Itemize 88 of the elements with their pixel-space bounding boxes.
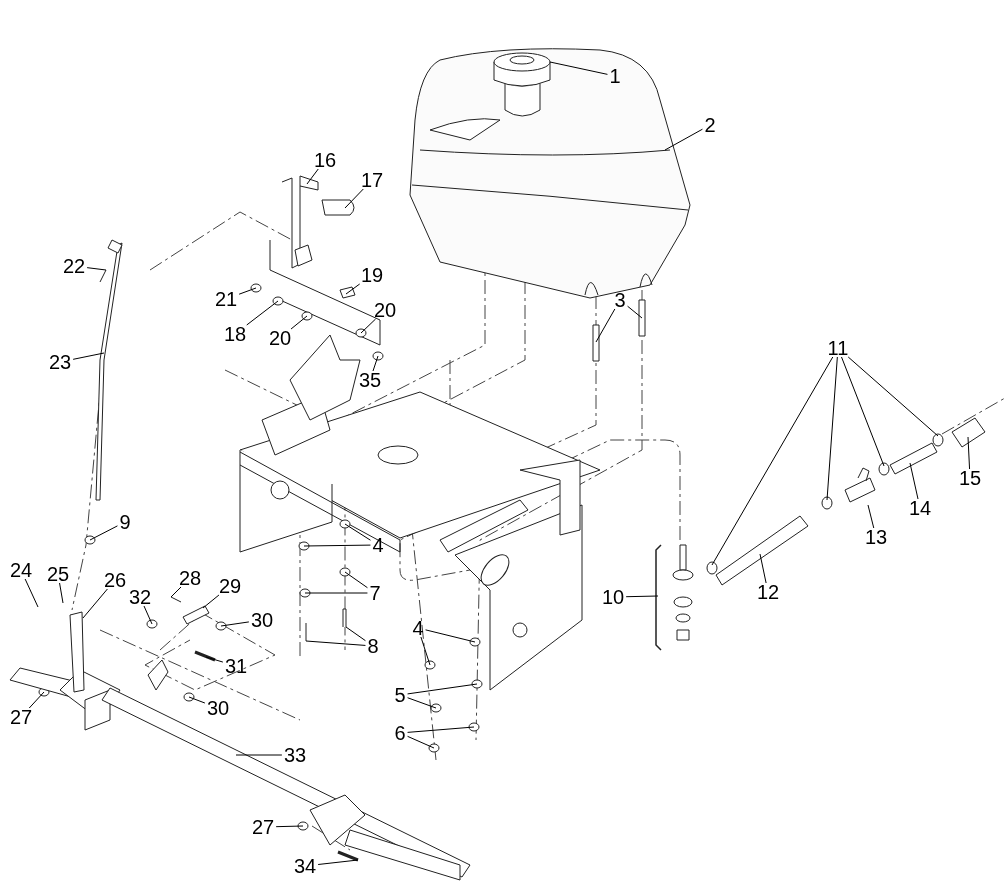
leader-line — [205, 656, 224, 663]
leader-line — [24, 578, 39, 608]
leader-line — [290, 315, 308, 330]
callout-number: 14 — [907, 498, 933, 518]
leader-line — [344, 571, 368, 589]
leader-line — [407, 697, 437, 709]
callout-number: 9 — [118, 512, 132, 532]
callout-number: 18 — [222, 324, 248, 344]
callout-number: 31 — [223, 656, 249, 676]
callout-number: 32 — [127, 587, 153, 607]
leader-line — [420, 636, 431, 666]
callout-number: 8 — [366, 636, 380, 656]
callout-number: 12 — [755, 582, 781, 602]
leader-line — [344, 523, 371, 541]
leader-line — [317, 859, 359, 865]
callout-number: 2 — [703, 115, 717, 135]
leader-line — [86, 267, 107, 271]
callout-number: 20 — [267, 328, 293, 348]
leader-line — [143, 605, 153, 625]
leader-line — [360, 318, 377, 334]
leader-line — [627, 305, 643, 319]
leader-line — [304, 592, 368, 594]
leader-line — [759, 553, 767, 584]
leader-line — [909, 462, 919, 500]
leader-line — [170, 586, 182, 598]
leader-line — [220, 621, 250, 627]
callout-number: 13 — [863, 527, 889, 547]
leader-line — [275, 825, 304, 828]
callout-number: 25 — [45, 564, 71, 584]
callout-number: 28 — [177, 568, 203, 588]
callout-number: 29 — [217, 576, 243, 596]
callout-number: 21 — [213, 289, 239, 309]
leader-line — [425, 629, 476, 643]
callout-number: 24 — [8, 560, 34, 580]
leader-line — [625, 595, 659, 598]
leader-line — [246, 300, 279, 326]
leader-line — [664, 128, 703, 151]
callout-number: 16 — [312, 150, 338, 170]
callout-number: 7 — [368, 583, 382, 603]
callout-number: 3 — [613, 290, 627, 310]
leader-line — [407, 726, 475, 733]
callout-number: 19 — [359, 265, 385, 285]
leader-line — [407, 683, 478, 695]
leader-line — [72, 352, 105, 360]
leader-line — [867, 504, 875, 529]
leader-line — [372, 355, 379, 372]
leader-line — [188, 696, 206, 704]
callout-number: 35 — [357, 370, 383, 390]
callout-number: 10 — [600, 587, 626, 607]
callout-number: 22 — [61, 256, 87, 276]
leader-line — [826, 356, 838, 501]
leader-line — [202, 594, 220, 609]
callout-number: 33 — [282, 745, 308, 765]
leader-line — [305, 640, 366, 646]
callout-number: 6 — [393, 723, 407, 743]
leader-line — [59, 582, 64, 604]
callout-number: 15 — [957, 468, 983, 488]
leader-line — [345, 283, 361, 295]
callout-number: 4 — [371, 535, 385, 555]
callout-number: 26 — [102, 570, 128, 590]
leader-line — [82, 588, 108, 619]
leader-line — [595, 308, 616, 343]
callout-number: 4 — [411, 618, 425, 638]
callout-number: 30 — [205, 698, 231, 718]
leader-line — [28, 691, 45, 709]
leader-line — [967, 436, 971, 470]
leader-line — [549, 61, 608, 75]
leader-line — [344, 188, 364, 209]
callout-number: 5 — [393, 685, 407, 705]
callout-number: 34 — [292, 856, 318, 876]
leader-line — [841, 356, 885, 467]
leader-line — [306, 168, 319, 185]
leader-line — [407, 735, 435, 749]
leader-line — [238, 287, 257, 295]
callout-number: 30 — [249, 610, 275, 630]
leader-line — [303, 544, 371, 547]
leader-line — [847, 356, 939, 437]
callout-number: 27 — [250, 817, 276, 837]
callout-number: 27 — [8, 707, 34, 727]
leader-line — [235, 754, 283, 756]
leader-line — [89, 525, 118, 541]
leader-line — [711, 356, 834, 566]
callout-number: 1 — [608, 66, 622, 86]
callout-number: 17 — [359, 170, 385, 190]
callout-number: 20 — [372, 300, 398, 320]
leader-line — [345, 626, 366, 642]
callout-number: 11 — [826, 338, 850, 358]
callout-number: 23 — [47, 352, 73, 372]
